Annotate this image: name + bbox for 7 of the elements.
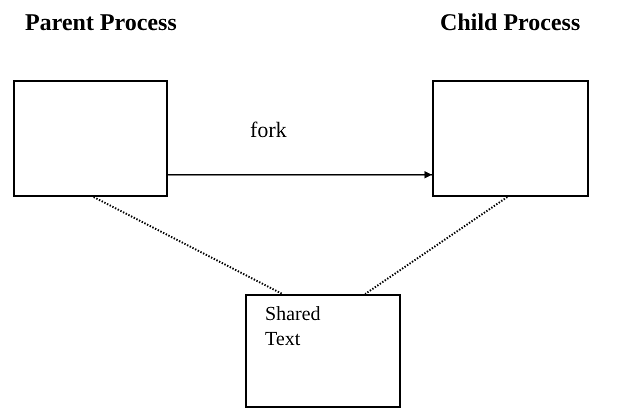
dotted-connector: [364, 196, 508, 295]
arrow: [168, 171, 432, 179]
process-heading: Parent Process: [25, 10, 177, 37]
box-label: Shared Text: [265, 302, 322, 352]
process-box: [245, 294, 401, 408]
process-heading: Child Process: [440, 10, 580, 37]
dotted-connector: [93, 196, 283, 295]
